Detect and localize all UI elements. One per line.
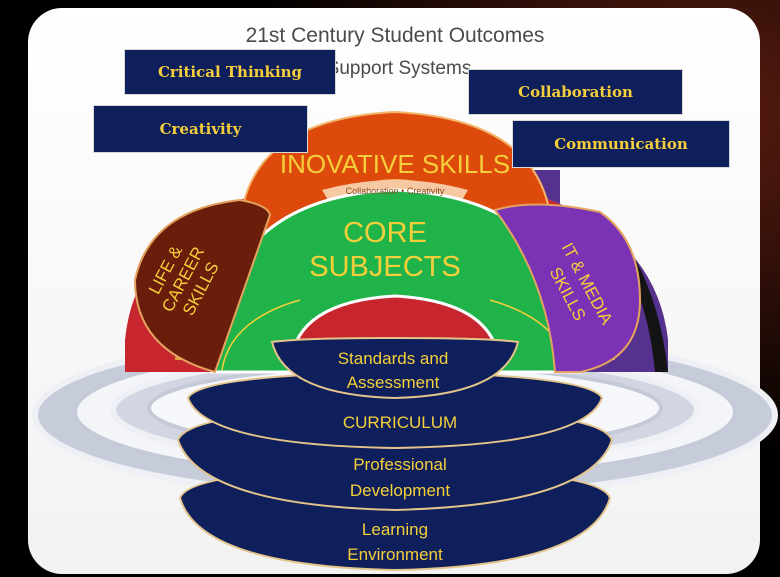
core-label-line1: CORE	[343, 217, 427, 249]
collaboration-label: Collaboration	[518, 83, 633, 101]
core-label-line2: SUBJECTS	[309, 251, 460, 283]
creativity-box: Creativity	[93, 105, 308, 153]
collaboration-box: Collaboration	[468, 69, 683, 115]
innovative-skills-label: INOVATIVE SKILLS	[280, 149, 510, 179]
standards-label-line2: Assessment	[347, 373, 440, 392]
professional-label-line2: Development	[350, 481, 450, 500]
creativity-label: Creativity	[159, 120, 242, 138]
it-media-arc	[493, 203, 642, 373]
core-gold-line-left	[221, 299, 301, 371]
diagram-subtitle: Support Systems	[327, 58, 472, 79]
curriculum-label: CURRICULUM	[343, 413, 457, 432]
innovative-sub-label: Collaboration • Creativity	[346, 186, 445, 196]
communication-label: Communication	[554, 135, 688, 153]
learning-label-line2: Environment	[347, 545, 443, 564]
critical-thinking-label: Critical Thinking	[157, 63, 303, 81]
diagram-title: 21st Century Student Outcomes	[246, 24, 545, 47]
professional-label-line1: Professional	[353, 455, 447, 474]
outer-arc-shadow	[620, 250, 668, 372]
standards-label-line1: Standards and	[338, 349, 449, 368]
standards-bowl	[270, 336, 520, 400]
critical-thinking-box: Critical Thinking	[124, 49, 336, 95]
communication-box: Communication	[512, 120, 730, 168]
learning-label-line1: Learning	[362, 520, 428, 539]
life-career-arc	[133, 198, 272, 374]
